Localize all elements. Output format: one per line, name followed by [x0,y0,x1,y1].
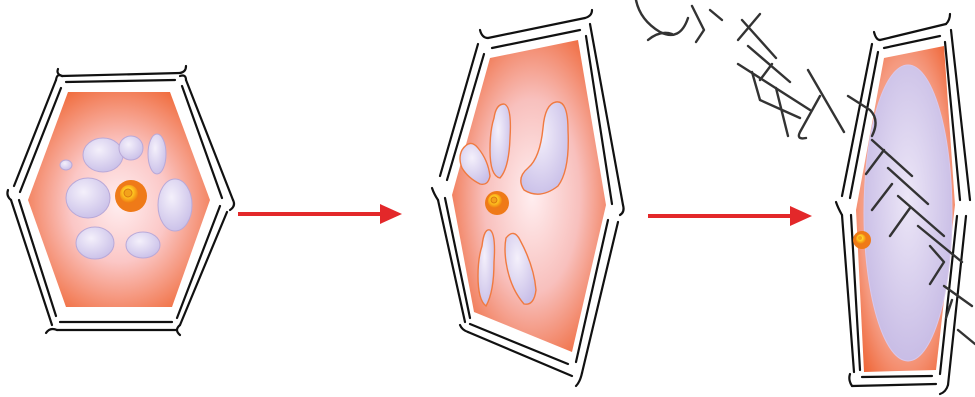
cell-stage-3 [836,14,970,394]
cell-stage-2 [432,10,624,386]
vacuole [126,232,160,258]
arrow-2 [648,206,812,226]
vacuole [119,136,143,160]
nucleus-3 [853,231,871,249]
nucleus-1 [115,180,147,212]
nucleus-2 [485,191,509,215]
cell-stage-1 [7,66,234,335]
central-vacuole [864,65,952,361]
vacuole [60,160,72,170]
vacuole [148,134,166,174]
arrow-1 [238,204,402,224]
vacuole [76,227,114,259]
vacuole [158,179,192,231]
vacuole [83,138,123,172]
vacuole [66,178,110,218]
